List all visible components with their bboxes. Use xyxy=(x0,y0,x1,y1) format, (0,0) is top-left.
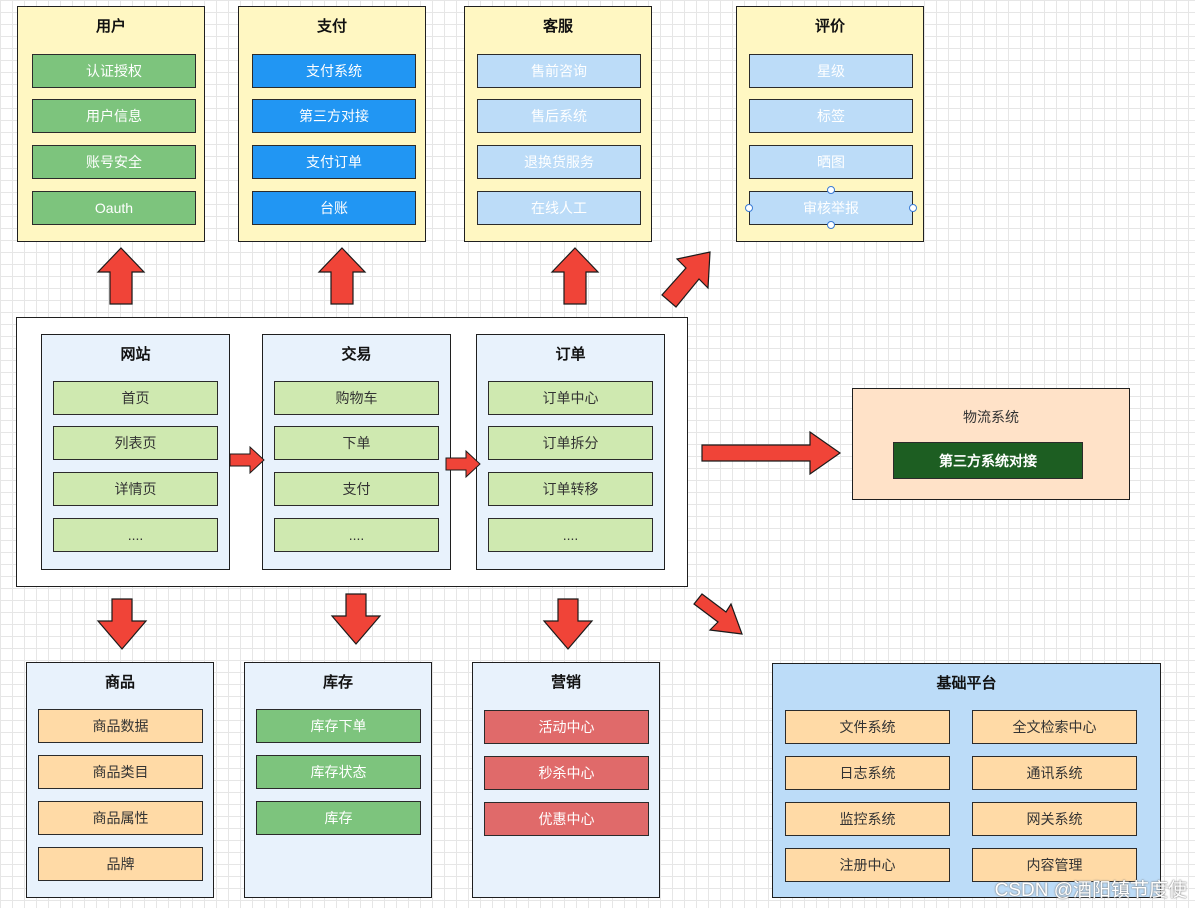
item-cart: 购物车 xyxy=(274,381,439,415)
item-trade-more: .... xyxy=(274,518,439,552)
item-ledger: 台账 xyxy=(252,191,416,225)
group-title-logistics: 物流系统 xyxy=(963,409,1019,425)
group-title-service: 客服 xyxy=(542,18,573,35)
item-product-category: 商品类目 xyxy=(38,755,203,789)
item-log-system: 日志系统 xyxy=(785,756,950,790)
item-order-more: .... xyxy=(488,518,653,552)
group-marketing: 营销 活动中心 秒杀中心 优惠中心 xyxy=(472,662,660,898)
item-tags: 标签 xyxy=(749,99,913,133)
item-online-human: 在线人工 xyxy=(477,191,641,225)
group-product: 商品 商品数据 商品类目 商品属性 品牌 xyxy=(26,662,214,898)
item-third-party: 第三方对接 xyxy=(252,99,416,133)
group-title-base-platform: 基础平台 xyxy=(936,675,997,692)
item-place-order: 下单 xyxy=(274,426,439,460)
item-payment-order: 支付订单 xyxy=(252,145,416,179)
group-title-review: 评价 xyxy=(814,18,845,35)
arrow-downright-base xyxy=(693,593,743,635)
group-title-payment: 支付 xyxy=(316,18,347,35)
item-registry-center: 注册中心 xyxy=(785,848,950,882)
arrow-down-product xyxy=(96,598,148,650)
item-order-transfer: 订单转移 xyxy=(488,472,653,506)
item-messaging-system: 通讯系统 xyxy=(972,756,1137,790)
group-inventory: 库存 库存下单 库存状态 库存 xyxy=(244,662,432,898)
watermark-text: CSDN @酒阳镇节度使 xyxy=(994,880,1187,901)
item-flash-sale: 秒杀中心 xyxy=(484,756,649,790)
arrow-website-to-trade xyxy=(229,445,265,475)
item-oauth: Oauth xyxy=(32,191,196,225)
group-review: 评价 星级 标签 晒图 审核举报 xyxy=(736,6,924,242)
item-aftersale: 售后系统 xyxy=(477,99,641,133)
arrow-up-payment xyxy=(317,247,367,305)
item-detail-page: 详情页 xyxy=(53,472,218,506)
item-auth: 认证授权 xyxy=(32,54,196,88)
item-pay: 支付 xyxy=(274,472,439,506)
item-content-management: 内容管理 xyxy=(972,848,1137,882)
item-file-system: 文件系统 xyxy=(785,710,950,744)
arrow-down-inventory xyxy=(330,593,382,645)
group-title-user: 用户 xyxy=(95,18,126,35)
group-logistics: 物流系统 第三方系统对接 xyxy=(852,388,1130,500)
item-product-attribute: 商品属性 xyxy=(38,801,203,835)
selection-handle-left[interactable] xyxy=(745,204,753,212)
item-website-more: .... xyxy=(53,518,218,552)
arrow-down-marketing xyxy=(542,598,594,650)
item-stars: 星级 xyxy=(749,54,913,88)
arrow-right-logistics xyxy=(701,430,842,476)
group-title-inventory: 库存 xyxy=(322,674,353,691)
item-monitoring-system: 监控系统 xyxy=(785,802,950,836)
group-order: 订单 订单中心 订单拆分 订单转移 .... xyxy=(476,334,665,570)
group-base-platform: 基础平台 文件系统 全文检索中心 日志系统 通讯系统 监控系统 网关系统 注册中… xyxy=(772,663,1161,898)
item-photos: 晒图 xyxy=(749,145,913,179)
group-title-marketing: 营销 xyxy=(550,674,581,691)
item-presale: 售前咨询 xyxy=(477,54,641,88)
group-title-order: 订单 xyxy=(555,346,586,363)
item-fulltext-search: 全文检索中心 xyxy=(972,710,1137,744)
item-payment-system: 支付系统 xyxy=(252,54,416,88)
arrow-up-service xyxy=(550,247,600,305)
item-product-data: 商品数据 xyxy=(38,709,203,743)
item-gateway-system: 网关系统 xyxy=(972,802,1137,836)
item-list-page: 列表页 xyxy=(53,426,218,460)
arrow-upright-review xyxy=(661,251,711,308)
item-logistics-third-party: 第三方系统对接 xyxy=(893,442,1083,479)
group-website: 网站 首页 列表页 详情页 .... xyxy=(41,334,230,570)
group-title-trade: 交易 xyxy=(341,346,372,363)
item-inventory: 库存 xyxy=(256,801,421,835)
item-user-info: 用户信息 xyxy=(32,99,196,133)
item-account-security: 账号安全 xyxy=(32,145,196,179)
group-title-website: 网站 xyxy=(120,346,151,363)
item-brand: 品牌 xyxy=(38,847,203,881)
item-discount-center: 优惠中心 xyxy=(484,802,649,836)
item-return-service: 退换货服务 xyxy=(477,145,641,179)
item-audit-report[interactable]: 审核举报 xyxy=(749,191,913,225)
item-order-center: 订单中心 xyxy=(488,381,653,415)
core-frame: 网站 首页 列表页 详情页 .... 交易 购物车 下单 支付 .... 订单 … xyxy=(16,317,688,587)
item-activity-center: 活动中心 xyxy=(484,710,649,744)
item-home: 首页 xyxy=(53,381,218,415)
group-service: 客服 售前咨询 售后系统 退换货服务 在线人工 xyxy=(464,6,652,242)
selection-handle-right[interactable] xyxy=(909,204,917,212)
item-inventory-status: 库存状态 xyxy=(256,755,421,789)
item-inventory-order: 库存下单 xyxy=(256,709,421,743)
arrow-trade-to-order xyxy=(445,449,481,479)
group-payment: 支付 支付系统 第三方对接 支付订单 台账 xyxy=(238,6,426,242)
arrow-up-user xyxy=(96,247,146,305)
item-order-split: 订单拆分 xyxy=(488,426,653,460)
group-trade: 交易 购物车 下单 支付 .... xyxy=(262,334,451,570)
group-title-product: 商品 xyxy=(104,674,135,691)
selection-handle-top[interactable] xyxy=(827,186,835,194)
group-user: 用户 认证授权 用户信息 账号安全 Oauth xyxy=(17,6,205,242)
selection-handle-bottom[interactable] xyxy=(827,221,835,229)
